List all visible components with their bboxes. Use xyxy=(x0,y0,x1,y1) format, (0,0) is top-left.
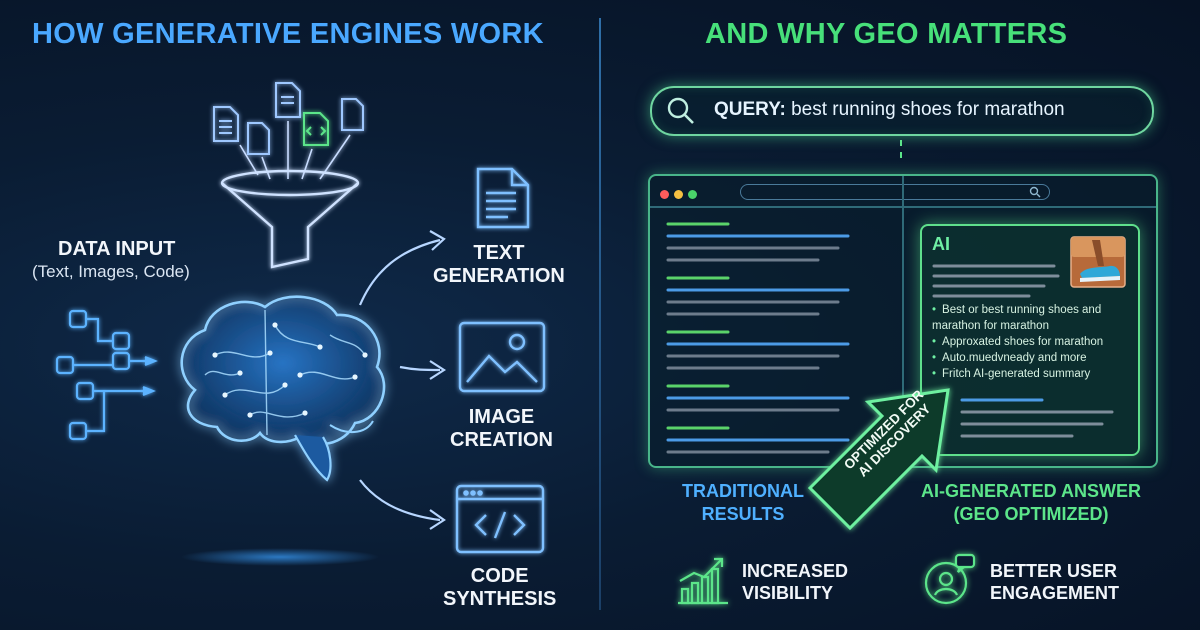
ai-answer-caption: AI-GENERATED ANSWER(GEO OPTIMIZED) xyxy=(921,481,1141,524)
list-item: Approxated shoes for marathon xyxy=(932,334,1132,350)
list-item: Fritch AI-generated summary xyxy=(932,366,1132,382)
brain-glow-base xyxy=(180,548,380,566)
browser-dots xyxy=(660,186,697,204)
browser-address-bar[interactable] xyxy=(740,184,1050,200)
document-icon xyxy=(476,167,530,229)
center-divider xyxy=(599,18,601,610)
output-arrows xyxy=(358,230,447,530)
code-window-icon xyxy=(455,484,545,554)
ai-footer-lines xyxy=(960,398,1114,438)
ai-summary-lines xyxy=(932,264,1060,298)
document-icon xyxy=(275,82,301,118)
code-file-icon xyxy=(303,112,329,146)
data-funnel-graphic xyxy=(213,82,364,269)
input-nodes-graphic xyxy=(55,309,158,441)
ai-summary-list: Best or best running shoes and marathon … xyxy=(932,302,1132,382)
user-chat-icon xyxy=(924,553,976,605)
data-input-sublabel: (Text, Images, Code) xyxy=(32,262,190,281)
list-item: Best or best running shoes and marathon … xyxy=(932,302,1132,334)
search-icon xyxy=(667,97,694,124)
query-connector xyxy=(900,140,904,158)
left-title: HOW GENERATIVE ENGINES WORK xyxy=(32,18,544,50)
document-icon xyxy=(341,98,364,131)
query-text: QUERY: best running shoes for marathon xyxy=(714,99,1065,120)
search-icon xyxy=(1029,186,1041,198)
ai-badge: AI xyxy=(932,234,950,254)
brain-icon xyxy=(180,295,386,482)
browser-split-rule xyxy=(902,176,904,466)
ai-answer-panel: AI Best or best running shoes and marath… xyxy=(920,224,1140,456)
image-icon xyxy=(458,321,546,393)
document-icon xyxy=(247,122,270,155)
right-title: AND WHY GEO MATTERS xyxy=(705,18,1068,50)
running-shoe-thumbnail xyxy=(1070,236,1126,288)
optimized-arrow xyxy=(807,388,950,531)
query-search-bar[interactable]: QUERY: best running shoes for marathon xyxy=(650,86,1154,136)
growth-chart-icon xyxy=(678,557,728,605)
document-icon xyxy=(213,106,239,142)
traditional-results-list xyxy=(666,222,850,454)
data-input-label: DATA INPUT xyxy=(58,238,176,260)
list-item: Auto.muedvneady and more xyxy=(932,350,1132,366)
